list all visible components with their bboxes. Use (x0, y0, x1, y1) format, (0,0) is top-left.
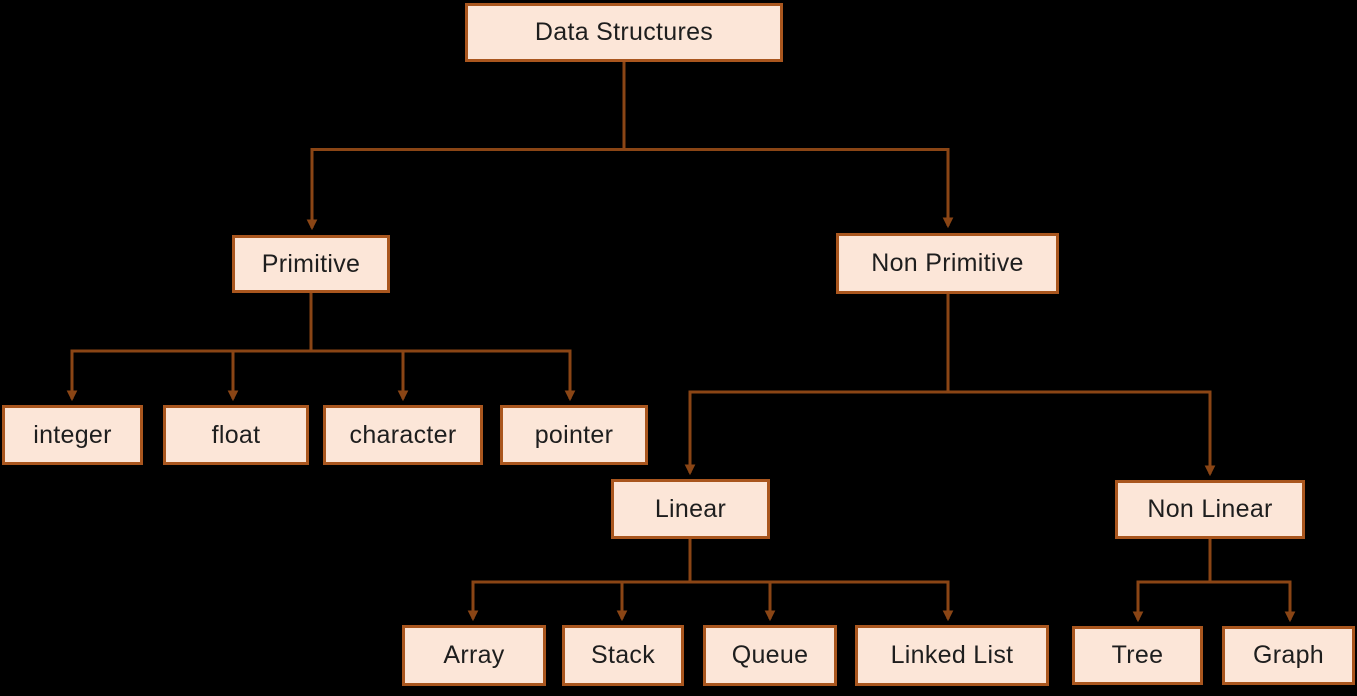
node-primitive: Primitive (232, 235, 390, 293)
node-tree: Tree (1072, 626, 1203, 685)
node-non-primitive: Non Primitive (836, 233, 1059, 294)
node-queue: Queue (703, 625, 837, 686)
node-array: Array (402, 625, 546, 686)
node-float: float (163, 405, 309, 465)
node-integer: integer (2, 405, 143, 465)
node-linear: Linear (611, 479, 770, 539)
node-pointer: pointer (500, 405, 648, 465)
node-linked-list: Linked List (855, 625, 1049, 686)
node-data-structures: Data Structures (465, 3, 783, 62)
node-stack: Stack (562, 625, 684, 686)
node-character: character (323, 405, 483, 465)
node-non-linear: Non Linear (1115, 480, 1305, 539)
node-graph: Graph (1222, 626, 1355, 685)
